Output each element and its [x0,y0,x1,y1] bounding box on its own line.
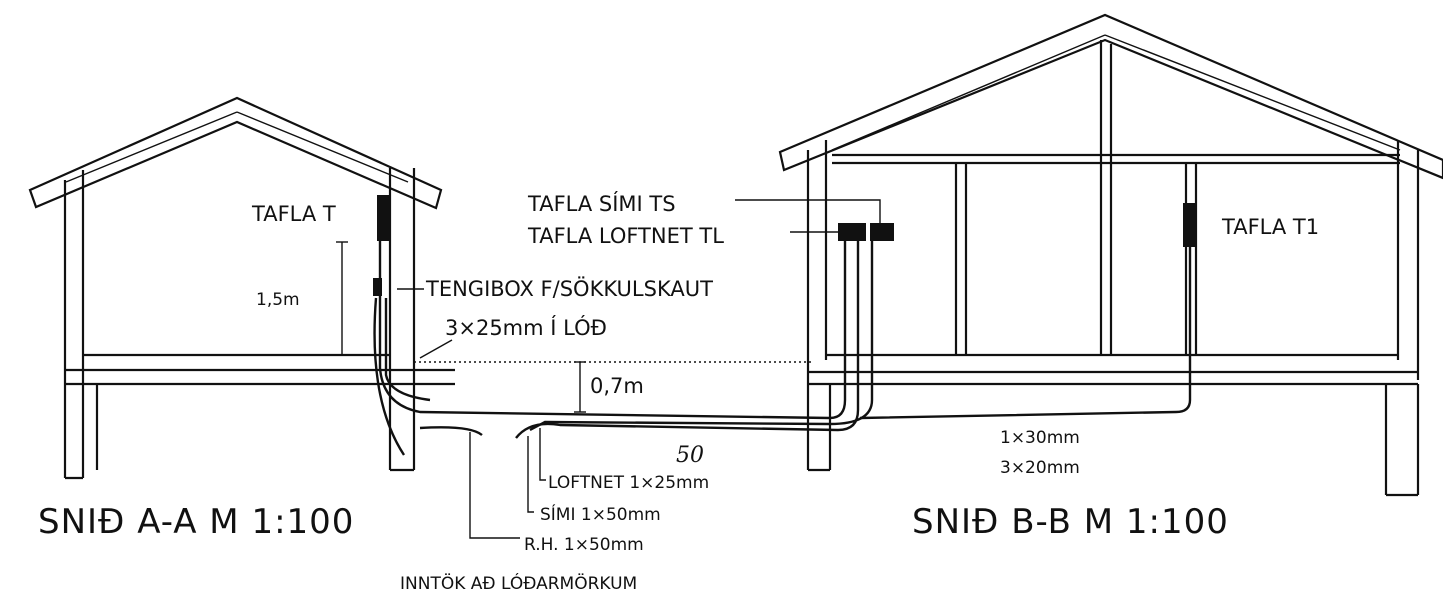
label-earth-cable: 3×25mm Í LÓÐ [445,315,607,340]
panel-ts [870,223,894,241]
cable-entry-left [419,426,483,436]
roof-aa [28,96,443,210]
label-rh: R.H. 1×50mm [524,535,644,555]
panel-t1 [1183,203,1197,247]
junction-box [373,278,382,296]
label-conduit-1: 1×30mm [1000,428,1080,448]
label-panel-tl: TAFLA LOFTNET TL [527,224,724,248]
roof-bb [778,13,1443,180]
label-simi: SÍMI 1×50mm [540,503,661,525]
label-loftnet-correction: 50 [676,443,704,468]
ground-section [414,240,874,539]
label-entry-caption: INNTÖK AÐ LÓÐARMÖRKUM [400,572,637,594]
label-panel-ts: TAFLA SÍMI TS [527,191,676,216]
leader-ts [735,199,881,223]
label-depth: 0,7m [590,374,644,398]
label-panel-t: TAFLA T [251,202,336,226]
house-section-bb [735,13,1443,497]
cable-t1 [859,247,1192,420]
cable-rh [378,240,847,420]
panel-tl [838,223,866,241]
label-panel-t1: TAFLA T1 [1221,215,1319,239]
cable-earth [384,298,431,402]
leader-rh [469,432,520,539]
label-height-marker: 1,5m [256,290,300,310]
house-section-aa [28,96,847,480]
label-loftnet: LOFTNET 1×25mm [548,473,709,493]
label-junction-box: TENGIBOX F/SÖKKULSKAUT [425,276,713,301]
panel-t [377,195,390,241]
cable-loftnet [515,240,860,439]
title-section-aa: SNIÐ A-A M 1:100 [38,502,354,542]
title-section-bb: SNIÐ B-B M 1:100 [912,502,1229,542]
label-conduit-2: 3×20mm [1000,458,1080,478]
